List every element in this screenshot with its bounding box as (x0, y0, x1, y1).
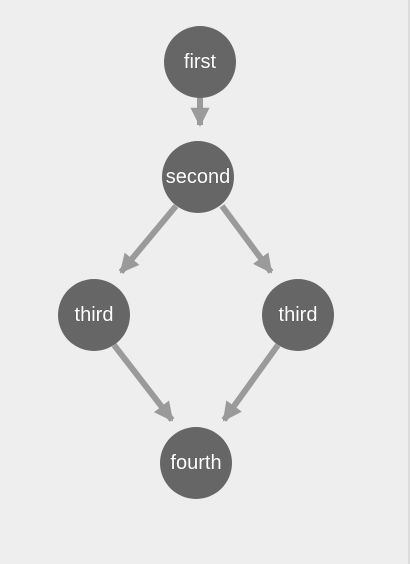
edge-second-third-left (118, 204, 179, 274)
edge-second-third-right (219, 204, 274, 274)
node-third-left-circle[interactable] (58, 279, 130, 351)
node-third-left[interactable]: third (58, 279, 130, 351)
node-fourth[interactable]: fourth (160, 427, 232, 499)
node-third-left-label: third (75, 304, 114, 326)
node-third-right-circle[interactable] (262, 279, 334, 351)
node-second[interactable]: second (162, 141, 234, 213)
node-first-circle[interactable] (164, 26, 236, 98)
edges-group (111, 97, 281, 422)
right-border-divider (408, 0, 410, 564)
node-third-right[interactable]: third (262, 279, 334, 351)
node-second-circle[interactable] (162, 141, 234, 213)
edge-third-left-fourth (111, 343, 175, 422)
edge-third-right-fourth (221, 343, 281, 422)
node-fourth-circle[interactable] (160, 427, 232, 499)
node-second-label: second (166, 166, 231, 188)
node-first[interactable]: first (164, 26, 236, 98)
node-fourth-label: fourth (170, 452, 221, 474)
node-first-label: first (184, 51, 217, 73)
node-third-right-label: third (279, 304, 318, 326)
